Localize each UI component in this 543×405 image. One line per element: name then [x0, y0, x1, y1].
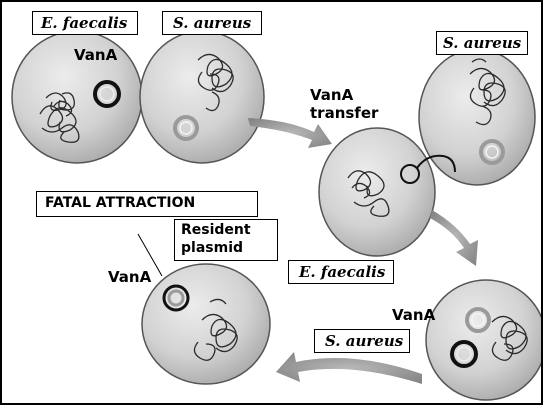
- cell-s-aureus-bottom-left: [142, 264, 270, 384]
- label-top-left-species: E. faecalis: [32, 11, 138, 35]
- label-top-right-species: S. aureus: [436, 31, 528, 55]
- label-vana-bottom-left: VanA: [108, 268, 151, 286]
- cell-s-aureus-bottom-right: [426, 280, 543, 400]
- label-top-mid-species: S. aureus: [162, 11, 262, 35]
- cell-body: [140, 31, 264, 163]
- cell-s-aureus-top-right: [419, 49, 535, 185]
- label-vana-transfer: VanA transfer: [310, 86, 378, 122]
- arrow-to-transfer: [248, 118, 332, 148]
- label-middle-species: E. faecalis: [288, 260, 394, 284]
- label-bottom-species: S. aureus: [314, 329, 410, 353]
- arrow-to-bottom-right: [430, 210, 478, 266]
- cell-body: [319, 128, 435, 256]
- label-vana-top: VanA: [74, 46, 117, 64]
- cell-s-aureus-top-middle: [140, 31, 264, 163]
- label-resident-plasmid: Resident plasmid: [174, 219, 278, 261]
- label-vana-bottom-right: VanA: [392, 306, 435, 324]
- cell-body: [142, 264, 270, 384]
- arrow-to-bottom-left: [276, 352, 422, 384]
- figure-title: FATAL ATTRACTION: [36, 191, 258, 217]
